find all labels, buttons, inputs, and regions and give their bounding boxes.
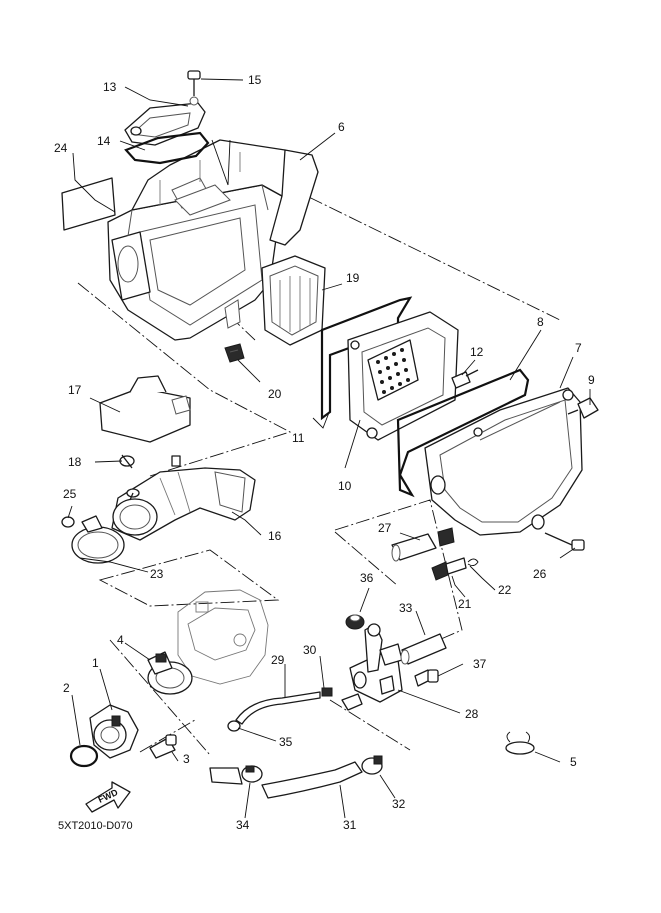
valve-grommet bbox=[345, 614, 365, 630]
vent-hose bbox=[235, 691, 321, 725]
callout-22: 22 bbox=[498, 583, 512, 597]
forward-arrow-icon: FWD bbox=[85, 781, 131, 813]
cap-screw bbox=[187, 70, 201, 106]
callout-12: 12 bbox=[470, 345, 484, 359]
callout-20: 20 bbox=[268, 387, 282, 401]
callout-11: 11 bbox=[292, 431, 305, 445]
callout-19: 19 bbox=[346, 271, 360, 285]
callout-21: 21 bbox=[458, 597, 472, 611]
cover-gasket bbox=[396, 368, 530, 498]
intake-joint bbox=[111, 455, 256, 541]
manifold-o-ring bbox=[69, 744, 99, 768]
callout-24: 24 bbox=[54, 141, 68, 155]
warning-label bbox=[61, 177, 116, 231]
drain-plug-clip bbox=[467, 558, 479, 567]
callout-16: 16 bbox=[268, 529, 282, 543]
intake-manifold bbox=[89, 704, 139, 759]
air-cleaner-cover bbox=[424, 387, 583, 536]
callout-1: 1 bbox=[92, 656, 99, 670]
air-cleaner-case bbox=[107, 139, 319, 341]
callout-26: 26 bbox=[533, 567, 547, 581]
callout-leaders bbox=[67, 78, 591, 819]
carb-joint bbox=[147, 651, 193, 695]
callout-18: 18 bbox=[68, 455, 82, 469]
callout-numbers: 13 14 15 24 6 19 20 11 10 12 8 7 9 26 17… bbox=[54, 73, 595, 832]
callout-33: 33 bbox=[399, 601, 413, 615]
valve-bolt bbox=[414, 669, 439, 687]
cap-gasket bbox=[124, 131, 210, 165]
callout-13: 13 bbox=[103, 80, 117, 94]
cover-bolt bbox=[544, 532, 585, 551]
callout-30: 30 bbox=[303, 643, 317, 657]
callout-23: 23 bbox=[150, 567, 164, 581]
hose-clip-small bbox=[227, 720, 241, 732]
callout-2: 2 bbox=[63, 681, 70, 695]
callout-29: 29 bbox=[271, 653, 285, 667]
valve-assembly bbox=[341, 623, 403, 711]
carburetor-ghost bbox=[177, 589, 269, 685]
callout-3: 3 bbox=[183, 752, 190, 766]
callout-31: 31 bbox=[343, 818, 357, 832]
callout-28: 28 bbox=[465, 707, 479, 721]
callout-8: 8 bbox=[537, 315, 544, 329]
case-cap-cover bbox=[124, 102, 206, 146]
drain-clip bbox=[437, 527, 455, 547]
diagram-code: 5XT2010-D070 bbox=[58, 820, 133, 832]
breather-hose bbox=[261, 761, 363, 799]
joint-plug bbox=[61, 516, 75, 528]
callout-27: 27 bbox=[378, 521, 392, 535]
joint-clamp bbox=[71, 515, 125, 564]
callout-32: 32 bbox=[392, 797, 406, 811]
drain-plug bbox=[431, 557, 467, 581]
cover-screw bbox=[567, 397, 599, 419]
drain-hose bbox=[391, 533, 437, 562]
breather-hose-end bbox=[209, 767, 243, 785]
callout-25: 25 bbox=[63, 487, 77, 501]
callout-14: 14 bbox=[97, 134, 111, 148]
air-filter-element bbox=[261, 255, 326, 346]
hose-band bbox=[119, 454, 135, 469]
callout-5: 5 bbox=[570, 755, 577, 769]
hose-clip-32 bbox=[361, 755, 383, 775]
callout-4: 4 bbox=[117, 633, 124, 647]
manifold-bolt bbox=[149, 734, 177, 759]
hose-clamp-spring bbox=[505, 731, 535, 755]
callout-17: 17 bbox=[68, 383, 82, 397]
hose-clip-34 bbox=[241, 765, 263, 783]
callout-36: 36 bbox=[360, 571, 374, 585]
intake-cap bbox=[99, 375, 191, 443]
callout-37: 37 bbox=[473, 657, 487, 671]
callout-10: 10 bbox=[338, 479, 352, 493]
callout-6: 6 bbox=[338, 120, 345, 134]
guide-mesh bbox=[367, 339, 419, 401]
guide-bolt bbox=[451, 369, 479, 389]
callout-35: 35 bbox=[279, 735, 293, 749]
callout-34: 34 bbox=[236, 818, 250, 832]
callout-15: 15 bbox=[248, 73, 262, 87]
hose-fitting bbox=[321, 687, 333, 697]
valve-collar bbox=[400, 633, 447, 665]
callout-7: 7 bbox=[575, 341, 582, 355]
small-clip bbox=[224, 343, 245, 363]
callout-9: 9 bbox=[588, 373, 595, 387]
